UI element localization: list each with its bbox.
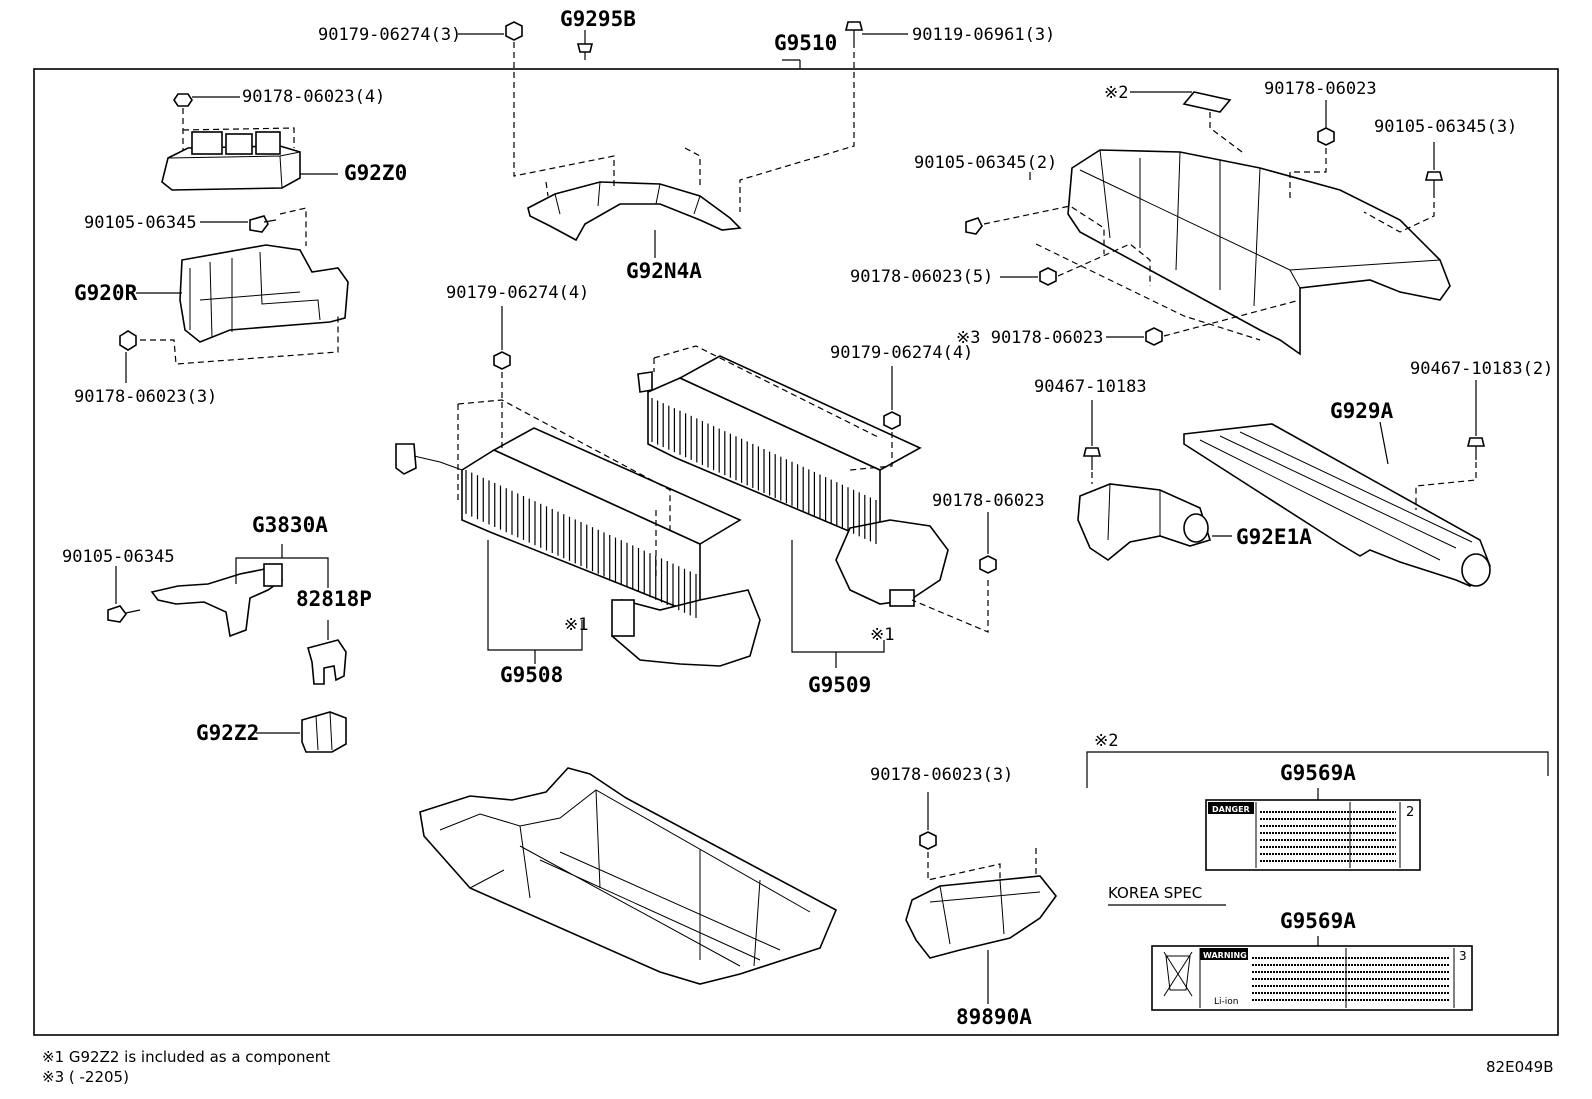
callout-90179-06274-3[interactable]: 90179-06274(3) <box>318 25 461 45</box>
label-b-text-lines <box>1252 957 1450 1001</box>
callout-ref-1: ※1 <box>870 625 894 645</box>
label-b-footer: Li-ion <box>1214 997 1238 1007</box>
callout-g92n4a[interactable]: G92N4A <box>626 259 702 283</box>
nut-icon <box>883 411 901 430</box>
callout-g92e1a[interactable]: G92E1A <box>1236 525 1312 549</box>
korea-spec-label: KOREA SPEC <box>1108 884 1202 902</box>
nut-icon <box>1145 327 1163 346</box>
nut-icon <box>919 831 937 850</box>
callout-g9510[interactable]: G9510 <box>774 31 837 55</box>
callout-82818p[interactable]: 82818P <box>296 587 372 611</box>
callout-89890a[interactable]: 89890A <box>956 1005 1032 1029</box>
bolt-icon <box>844 21 864 48</box>
label-group-bracket <box>1086 751 1549 788</box>
callout-90105-06345[interactable]: 90105-06345 <box>84 213 197 233</box>
callout-90178-06023-5[interactable]: 90178-06023(5) <box>850 267 993 287</box>
cell-fins-9508 <box>465 470 697 618</box>
bolt-icon <box>1424 171 1444 198</box>
bolt-icon <box>107 605 141 623</box>
diagram-frame <box>33 68 1559 1036</box>
callout-90179-06274-4[interactable]: 90179-06274(4) <box>446 283 589 303</box>
callout-g92z2[interactable]: G92Z2 <box>196 721 259 745</box>
nut-icon <box>1039 267 1057 286</box>
callout-g92z0[interactable]: G92Z0 <box>344 161 407 185</box>
callout-ref-1: ※1 <box>564 615 588 635</box>
part-upper-cover[interactable] <box>1067 149 1451 356</box>
bolt-icon <box>1082 447 1102 470</box>
callout-g9508[interactable]: G9508 <box>500 663 563 687</box>
nut-icon <box>119 330 137 351</box>
callout-ref-2: ※2 <box>1094 731 1118 751</box>
callout-90178-06023-4[interactable]: 90178-06023(4) <box>242 87 385 107</box>
callout-90105-06345[interactable]: 90105-06345 <box>62 547 175 567</box>
label-a-number: 2 <box>1406 805 1414 820</box>
part-g92z2[interactable] <box>301 711 347 753</box>
callout-g9295b[interactable]: G9295B <box>560 7 636 31</box>
footnote-3: ※3 ( -2205) <box>42 1068 129 1086</box>
part-g3830a[interactable] <box>150 563 284 638</box>
part-g920r[interactable] <box>179 244 349 343</box>
bolt-icon <box>173 93 193 107</box>
callout-90105-06345-3[interactable]: 90105-06345(3) <box>1374 117 1517 137</box>
part-g929a[interactable] <box>1183 423 1491 587</box>
callout-90178-06023[interactable]: 90178-06023 <box>932 491 1045 511</box>
callout-g920r[interactable]: G920R <box>74 281 138 305</box>
label-b-number: 3 <box>1459 949 1467 963</box>
label-b-header: WARNING <box>1203 951 1247 960</box>
bolt-icon <box>965 217 983 235</box>
callout-g9509[interactable]: G9509 <box>808 673 871 697</box>
label-a-text-lines <box>1260 811 1396 862</box>
diagram-code: 82E049B <box>1486 1058 1554 1076</box>
nut-icon <box>493 351 511 370</box>
label-sticker-icon <box>1182 91 1232 113</box>
part-battery-tray[interactable] <box>419 767 838 985</box>
callout-90179-06274-4[interactable]: 90179-06274(4) <box>830 343 973 363</box>
callout-90105-06345-2[interactable]: 90105-06345(2) <box>914 153 1057 173</box>
bolt-icon <box>1466 437 1486 460</box>
callout-g929a[interactable]: G929A <box>1330 399 1394 423</box>
callout-90467-10183-2[interactable]: 90467-10183(2) <box>1410 359 1553 379</box>
connector-icon <box>637 371 653 393</box>
nut-icon <box>1317 127 1335 146</box>
nut-icon <box>505 21 523 41</box>
part-g9509[interactable] <box>647 355 949 607</box>
callout-90119-06961-3[interactable]: 90119-06961(3) <box>912 25 1055 45</box>
callout-90467-10183[interactable]: 90467-10183 <box>1034 377 1147 397</box>
part-g92n4a[interactable] <box>527 181 742 242</box>
clip-icon <box>576 43 594 60</box>
callout-90178-06023-3[interactable]: 90178-06023(3) <box>870 765 1013 785</box>
connector-icon <box>395 443 417 475</box>
cell-fins-9509 <box>651 398 877 544</box>
part-g92z0[interactable] <box>161 131 301 191</box>
footnote-1: ※1 G92Z2 is included as a component <box>42 1048 330 1066</box>
label-a-header: DANGER <box>1212 805 1250 814</box>
callout-g3830a[interactable]: G3830A <box>252 513 328 537</box>
part-g92e1a[interactable] <box>1077 483 1212 561</box>
callout-90178-06023-3[interactable]: 90178-06023(3) <box>74 387 217 407</box>
part-89890a[interactable] <box>905 875 1058 959</box>
callout-90178-06023[interactable]: 90178-06023 <box>1264 79 1377 99</box>
callout-ref-2: ※2 <box>1104 83 1128 103</box>
callout-g9569a[interactable]: G9569A <box>1280 761 1356 785</box>
callout-g9569a[interactable]: G9569A <box>1280 909 1356 933</box>
callout-ref-3-90178-06023[interactable]: ※3 90178-06023 <box>956 328 1103 348</box>
part-82818p[interactable] <box>307 639 347 685</box>
nut-icon <box>979 555 997 574</box>
bolt-icon <box>249 215 277 233</box>
